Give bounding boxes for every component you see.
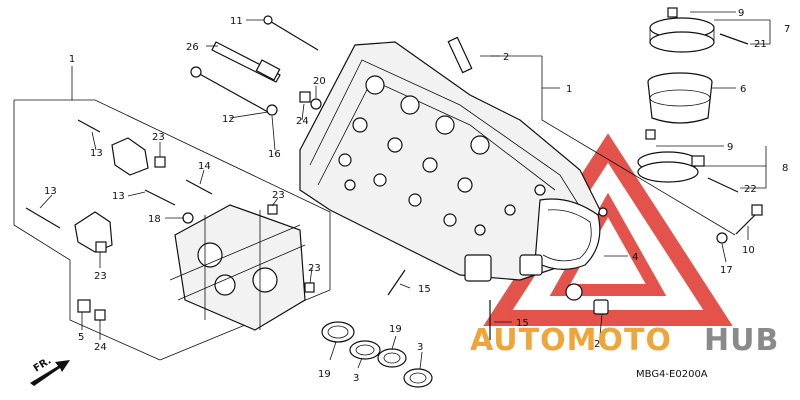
callout-20: 20 bbox=[313, 76, 326, 87]
callout-16: 16 bbox=[268, 149, 281, 160]
callout-11: 11 bbox=[230, 16, 243, 27]
diagram-code: MBG4-E0200A bbox=[636, 369, 708, 380]
callout-9a: 9 bbox=[738, 8, 744, 19]
callout-13b: 13 bbox=[44, 186, 57, 197]
callout-18: 18 bbox=[148, 214, 161, 225]
camshaft-holder bbox=[169, 204, 306, 331]
watermark-part2: HUB bbox=[704, 323, 779, 358]
callout-15b: 15 bbox=[516, 318, 529, 329]
callout-7: 7 bbox=[784, 24, 790, 35]
callout-23d: 23 bbox=[308, 263, 321, 274]
leader-lines bbox=[39, 11, 771, 370]
callout-14: 14 bbox=[198, 161, 211, 172]
callout-19a: 19 bbox=[318, 369, 331, 380]
callout-labels: 1 1 2 3 3 4 5 6 7 8 9 9 10 11 12 13 13 1… bbox=[32, 8, 791, 384]
callout-12: 12 bbox=[222, 114, 235, 125]
watermark-part1: AUTOMOTO bbox=[470, 323, 672, 358]
callout-6: 6 bbox=[740, 84, 746, 95]
front-direction-arrow-icon bbox=[30, 360, 70, 386]
seals bbox=[321, 321, 433, 388]
callout-19b: 19 bbox=[389, 324, 402, 335]
callout-22: 22 bbox=[744, 184, 757, 195]
callout-24a: 24 bbox=[296, 116, 309, 127]
callout-15a: 15 bbox=[418, 284, 431, 295]
watermark-text: AUTOMOTO HUB bbox=[470, 323, 779, 358]
callout-13c: 13 bbox=[112, 191, 125, 202]
callout-9b: 9 bbox=[727, 142, 733, 153]
callout-23c: 23 bbox=[94, 271, 107, 282]
callout-23b: 23 bbox=[272, 190, 285, 201]
callout-3a: 3 bbox=[353, 373, 359, 384]
callout-26: 26 bbox=[186, 42, 199, 53]
callout-2: 2 bbox=[503, 52, 509, 63]
callout-8: 8 bbox=[782, 163, 788, 174]
callout-5: 5 bbox=[78, 332, 84, 343]
callout-17: 17 bbox=[720, 265, 733, 276]
callout-3b: 3 bbox=[417, 342, 423, 353]
callout-4: 4 bbox=[632, 252, 638, 263]
bolts bbox=[25, 7, 763, 340]
cylinder-head bbox=[299, 41, 608, 301]
callout-21: 21 bbox=[754, 39, 767, 50]
callout-24b: 24 bbox=[94, 342, 107, 353]
callout-10: 10 bbox=[742, 245, 755, 256]
insulators bbox=[637, 17, 715, 183]
callout-13a: 13 bbox=[90, 148, 103, 159]
callout-25: 25 bbox=[594, 339, 607, 350]
callout-1-right: 1 bbox=[566, 84, 572, 95]
callout-23a: 23 bbox=[152, 132, 165, 143]
callout-1-top: 1 bbox=[69, 54, 75, 65]
